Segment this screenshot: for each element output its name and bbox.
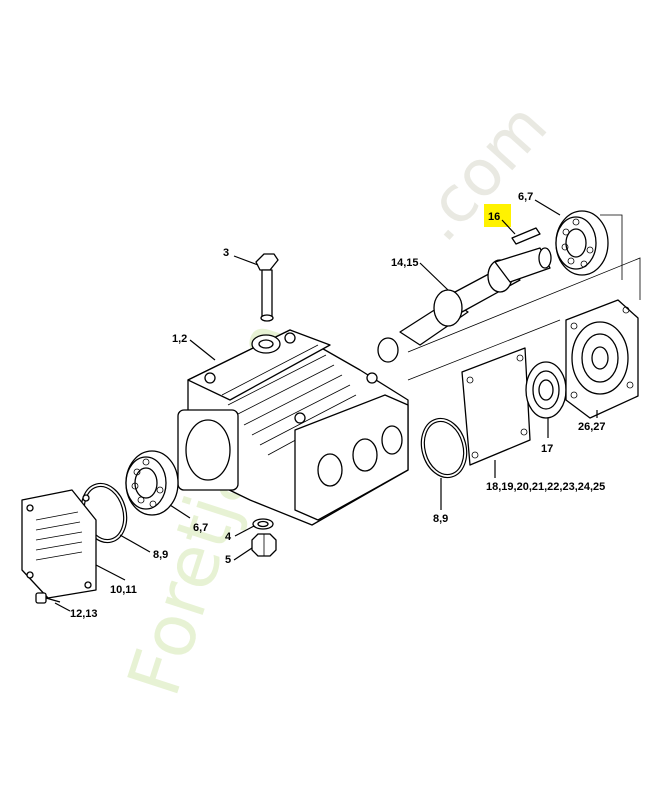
part-6-7-bearing-right bbox=[555, 210, 609, 276]
leader-lines bbox=[54, 199, 598, 612]
label-1-2: 1,2 bbox=[172, 333, 187, 345]
label-10-11: 10,11 bbox=[110, 584, 137, 596]
part-6-7-bearing-left bbox=[125, 450, 179, 516]
part-5-drain-plug bbox=[251, 533, 277, 557]
part-labels: 3 1,2 14,15 16 6,7 8,9 18,19,20,21,22,23… bbox=[70, 191, 606, 620]
label-12-13: 12,13 bbox=[70, 608, 98, 620]
alignment-guides bbox=[407, 214, 641, 381]
part-18-25-gasket bbox=[461, 347, 531, 466]
label-17: 17 bbox=[541, 443, 553, 455]
label-14-15: 14,15 bbox=[391, 257, 419, 269]
part-16-key bbox=[511, 227, 541, 245]
part-10-11-cover bbox=[21, 489, 97, 599]
label-3: 3 bbox=[223, 247, 229, 259]
label-4: 4 bbox=[225, 531, 232, 543]
part-14-15-crankshaft bbox=[377, 247, 552, 363]
label-8-9-left: 8,9 bbox=[153, 549, 168, 561]
label-8-9-right: 8,9 bbox=[433, 513, 448, 525]
part-1-2-pump-housing bbox=[177, 329, 409, 526]
label-18-25: 18,19,20,21,22,23,24,25 bbox=[486, 481, 605, 493]
label-16-highlight bbox=[484, 204, 511, 227]
label-16: 16 bbox=[488, 211, 500, 223]
part-17-seal bbox=[525, 361, 567, 419]
part-26-27-flange bbox=[565, 299, 639, 419]
part-12-13-screw bbox=[35, 592, 61, 604]
part-3-breather-plug bbox=[255, 253, 279, 322]
label-5: 5 bbox=[225, 554, 231, 566]
label-6-7-top: 6,7 bbox=[518, 191, 533, 203]
part-4-washer bbox=[252, 518, 274, 530]
label-26-27: 26,27 bbox=[578, 421, 606, 433]
part-8-9-o-ring-right bbox=[420, 417, 468, 479]
label-6-7-bottom: 6,7 bbox=[193, 522, 208, 534]
